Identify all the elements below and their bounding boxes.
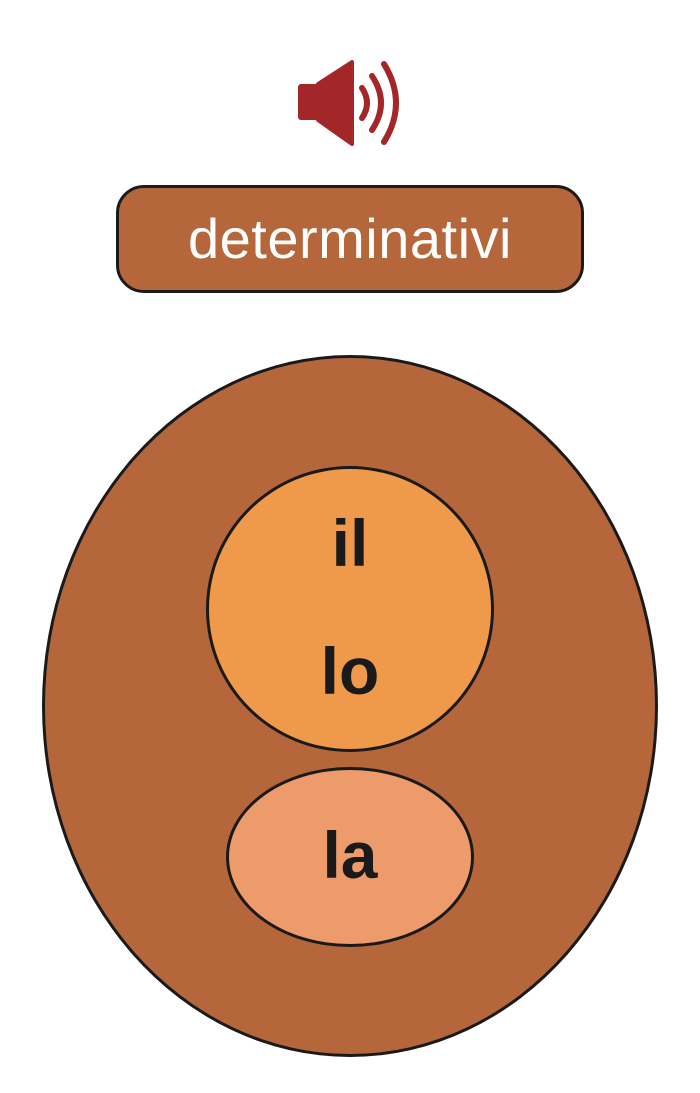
inner-oval	[226, 767, 474, 947]
inner-circle	[206, 466, 494, 752]
category-label: determinativi	[116, 185, 584, 293]
speaker-volume-icon[interactable]	[296, 60, 406, 146]
article-la: la	[322, 818, 378, 892]
article-il: il	[331, 506, 369, 580]
article-lo: lo	[320, 634, 380, 708]
category-label-text: determinativi	[188, 207, 512, 270]
